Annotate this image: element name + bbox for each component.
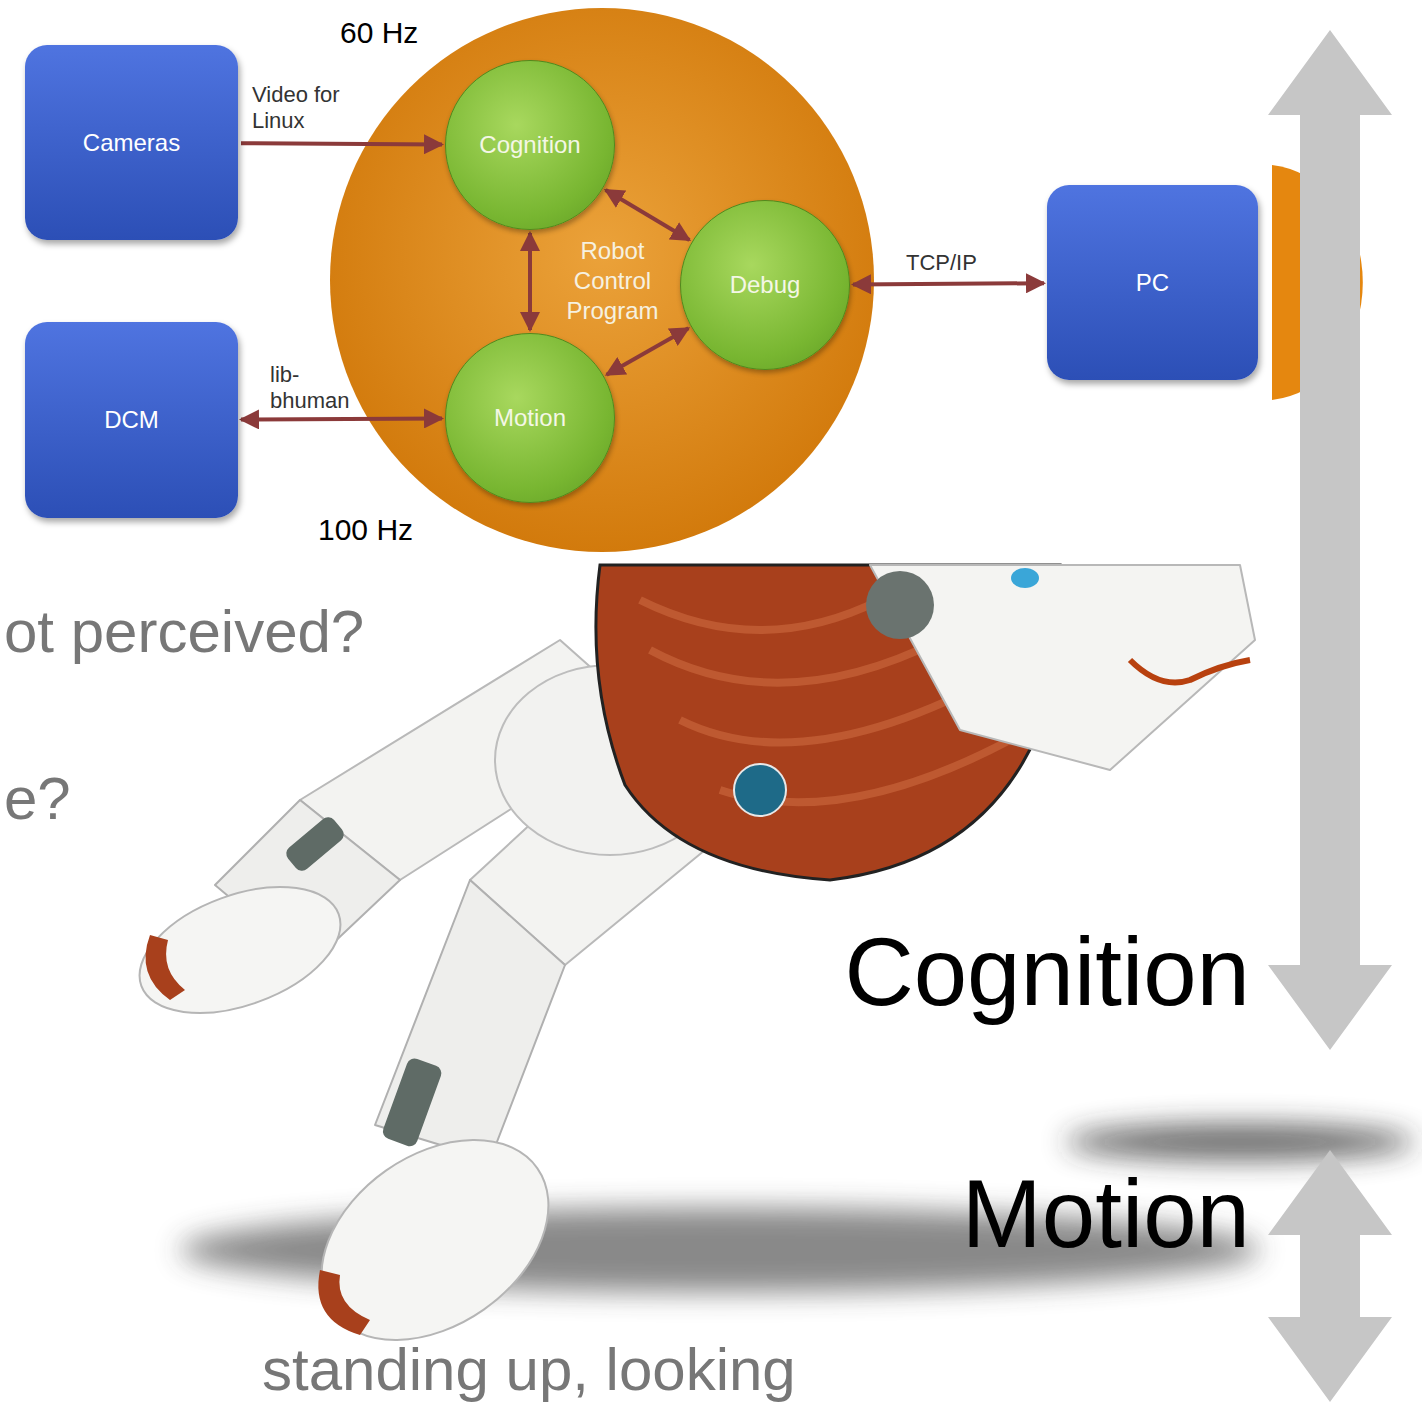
hand-trim xyxy=(1130,660,1250,683)
connector-arrow xyxy=(607,328,689,374)
robot-shin xyxy=(375,880,565,1160)
robot-foot xyxy=(123,862,358,1037)
pc-box: PC xyxy=(1047,185,1258,380)
rate-label: 60 Hz xyxy=(340,16,418,50)
connector-arrow xyxy=(853,283,1044,284)
cognition-arrow xyxy=(1268,30,1392,1050)
question-text: ot perceived? xyxy=(4,598,364,665)
program-circle: Robot Control Program CognitionDebugMotio… xyxy=(330,8,875,553)
robot-eye xyxy=(1011,568,1039,588)
connector-arrow xyxy=(241,143,442,144)
motion-arrow xyxy=(1268,1150,1392,1402)
node-text: Cognition xyxy=(475,130,585,160)
foot-tip xyxy=(146,935,186,1000)
foot-tip xyxy=(318,1270,370,1335)
edge-label: TCP/IP xyxy=(906,250,1006,276)
question-text: e? xyxy=(4,765,71,832)
node-text: Debug xyxy=(710,270,820,300)
program-circle-fill xyxy=(330,8,874,552)
edge-label: lib- bhuman xyxy=(270,362,370,414)
bullet-text: standing up, looking xyxy=(262,1336,796,1403)
connector-arrow xyxy=(241,418,442,419)
layer-label: Motion xyxy=(962,1160,1250,1268)
knee-pad xyxy=(283,814,347,874)
debug-circle: Debug xyxy=(680,200,850,370)
node-text: Cameras xyxy=(83,129,180,157)
node-text: Motion xyxy=(475,403,585,433)
robot-badge xyxy=(734,764,786,816)
connector-arrow xyxy=(528,233,532,330)
node-text: PC xyxy=(1136,269,1169,297)
camera-box: Cameras xyxy=(25,45,238,240)
layer-label: Cognition xyxy=(844,918,1250,1026)
arm-joint xyxy=(866,571,934,639)
motion-circle: Motion xyxy=(445,333,615,503)
floor-shadow xyxy=(1065,1124,1415,1160)
dcm-box: DCM xyxy=(25,322,238,518)
rate-label: 100 Hz xyxy=(318,513,413,547)
connector-arrow xyxy=(606,190,690,240)
node-text: DCM xyxy=(104,406,159,434)
cognition-circle: Cognition xyxy=(445,60,615,230)
node-text: Robot Control Program xyxy=(558,236,668,326)
edge-label: Video for Linux xyxy=(252,82,377,134)
shin-pad xyxy=(381,1056,444,1148)
